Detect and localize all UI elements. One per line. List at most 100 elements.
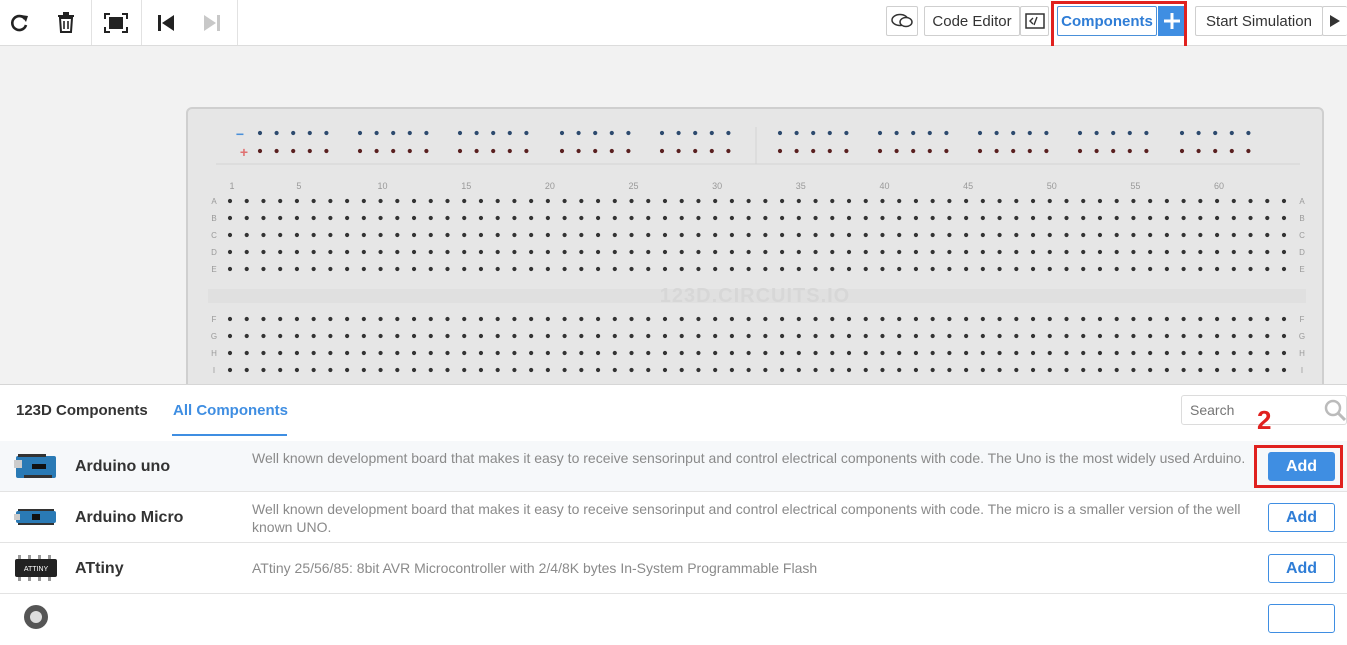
breadboard-hole bbox=[244, 316, 249, 322]
breadboard-hole bbox=[646, 215, 651, 221]
rail-hole bbox=[827, 130, 832, 136]
row-letter: G bbox=[1299, 332, 1305, 341]
rail-hole bbox=[927, 130, 932, 136]
breadboard-hole bbox=[395, 266, 400, 272]
rail-hole bbox=[1027, 148, 1032, 154]
breadboard-hole bbox=[964, 367, 969, 373]
breadboard-hole bbox=[1231, 333, 1236, 339]
breadboard-hole bbox=[545, 198, 550, 204]
breadboard-hole bbox=[244, 333, 249, 339]
breadboard-hole bbox=[1097, 316, 1103, 322]
breadboard-hole bbox=[947, 266, 952, 272]
breadboard-hole bbox=[813, 215, 818, 221]
add-button[interactable]: Add bbox=[1268, 554, 1335, 583]
breadboard-hole bbox=[880, 350, 885, 356]
breadboard-hole bbox=[244, 350, 249, 356]
search-input[interactable] bbox=[1181, 395, 1347, 425]
breadboard-hole bbox=[378, 198, 383, 204]
breadboard-hole bbox=[1214, 215, 1220, 221]
breadboard-hole bbox=[779, 350, 785, 356]
breadboard-hole bbox=[1047, 350, 1052, 356]
breadboard-hole bbox=[1114, 333, 1119, 339]
breadboard-hole bbox=[445, 249, 450, 255]
rail-hole bbox=[307, 148, 312, 154]
breadboard-hole bbox=[964, 249, 969, 255]
rail-hole bbox=[877, 130, 883, 136]
add-button[interactable]: Add bbox=[1268, 503, 1335, 532]
breadboard-hole bbox=[345, 266, 350, 272]
fit-view-button[interactable] bbox=[92, 0, 140, 45]
refresh-button[interactable] bbox=[0, 0, 40, 45]
list-item[interactable]: Arduino uno Well known development board… bbox=[0, 441, 1347, 492]
add-button[interactable] bbox=[1268, 604, 1335, 633]
rail-hole bbox=[777, 130, 783, 136]
breadboard-hole bbox=[562, 215, 567, 221]
breadboard-hole bbox=[964, 316, 969, 322]
breadboard-hole bbox=[1248, 367, 1253, 373]
breadboard-hole bbox=[830, 316, 835, 322]
breadboard-hole bbox=[830, 266, 835, 272]
list-item[interactable] bbox=[0, 594, 1347, 645]
row-letter: C bbox=[211, 231, 217, 240]
run-button[interactable] bbox=[1322, 6, 1347, 36]
breadboard-hole bbox=[913, 316, 919, 322]
breadboard-hole bbox=[997, 249, 1002, 255]
start-simulation-button[interactable]: Start Simulation bbox=[1195, 6, 1323, 36]
comments-button[interactable] bbox=[886, 6, 918, 36]
rail-hole bbox=[1229, 148, 1234, 154]
breadboard-hole bbox=[411, 215, 417, 221]
add-component-button[interactable] bbox=[1158, 6, 1186, 36]
rail-hole bbox=[1127, 130, 1132, 136]
add-button[interactable]: Add bbox=[1268, 452, 1335, 481]
rail-hole bbox=[491, 148, 496, 154]
breadboard-hole bbox=[696, 367, 701, 373]
rail-plus-label: + bbox=[240, 144, 248, 160]
breadboard-hole bbox=[445, 316, 450, 322]
breadboard-hole bbox=[763, 215, 768, 221]
breadboard-hole bbox=[328, 198, 333, 204]
delete-button[interactable] bbox=[44, 0, 88, 45]
list-item[interactable]: Arduino Micro Well known development boa… bbox=[0, 492, 1347, 543]
rail-hole bbox=[1144, 148, 1149, 154]
breadboard-hole bbox=[595, 367, 601, 373]
breadboard-hole bbox=[1281, 367, 1287, 373]
breadboard-hole bbox=[897, 333, 902, 339]
breadboard-hole bbox=[1047, 198, 1052, 204]
breadboard-hole bbox=[713, 367, 718, 373]
breadboard-hole bbox=[445, 232, 450, 238]
code-editor-button[interactable]: Code Editor bbox=[924, 6, 1020, 36]
search-icon[interactable] bbox=[1324, 399, 1346, 421]
breadboard-hole bbox=[495, 333, 500, 339]
components-button[interactable]: Components bbox=[1057, 6, 1157, 36]
breadboard-hole bbox=[964, 232, 969, 238]
list-item[interactable]: ATTINY ATtiny ATtiny 25/56/85: 8bit AVR … bbox=[0, 543, 1347, 594]
breadboard-hole bbox=[1248, 232, 1253, 238]
column-number: 5 bbox=[296, 181, 301, 191]
step-back-button[interactable] bbox=[146, 0, 186, 45]
breadboard-hole bbox=[679, 232, 684, 238]
breadboard-hole bbox=[1198, 215, 1203, 221]
breadboard-hole bbox=[1281, 350, 1287, 356]
breadboard-hole bbox=[662, 198, 668, 204]
breadboard-hole bbox=[512, 333, 517, 339]
step-forward-button[interactable] bbox=[192, 0, 232, 45]
breadboard-hole bbox=[913, 350, 919, 356]
rail-hole bbox=[274, 148, 279, 154]
tab-all-components[interactable]: All Components bbox=[173, 402, 288, 419]
breadboard-hole bbox=[579, 215, 584, 221]
rail-hole bbox=[1011, 148, 1016, 154]
annotation-highlight-add bbox=[1254, 445, 1343, 488]
breadboard-hole bbox=[997, 367, 1002, 373]
breadboard-hole bbox=[1114, 198, 1119, 204]
row-letter: G bbox=[211, 332, 217, 341]
component-icon bbox=[24, 605, 48, 629]
code-view-button[interactable] bbox=[1020, 6, 1049, 36]
chat-bubble-icon bbox=[891, 13, 913, 28]
breadboard-hole bbox=[1148, 350, 1153, 356]
tab-123d-components[interactable]: 123D Components bbox=[16, 402, 148, 419]
column-number: 1 bbox=[229, 181, 234, 191]
rail-hole bbox=[844, 130, 849, 136]
breadboard-hole bbox=[729, 350, 735, 356]
